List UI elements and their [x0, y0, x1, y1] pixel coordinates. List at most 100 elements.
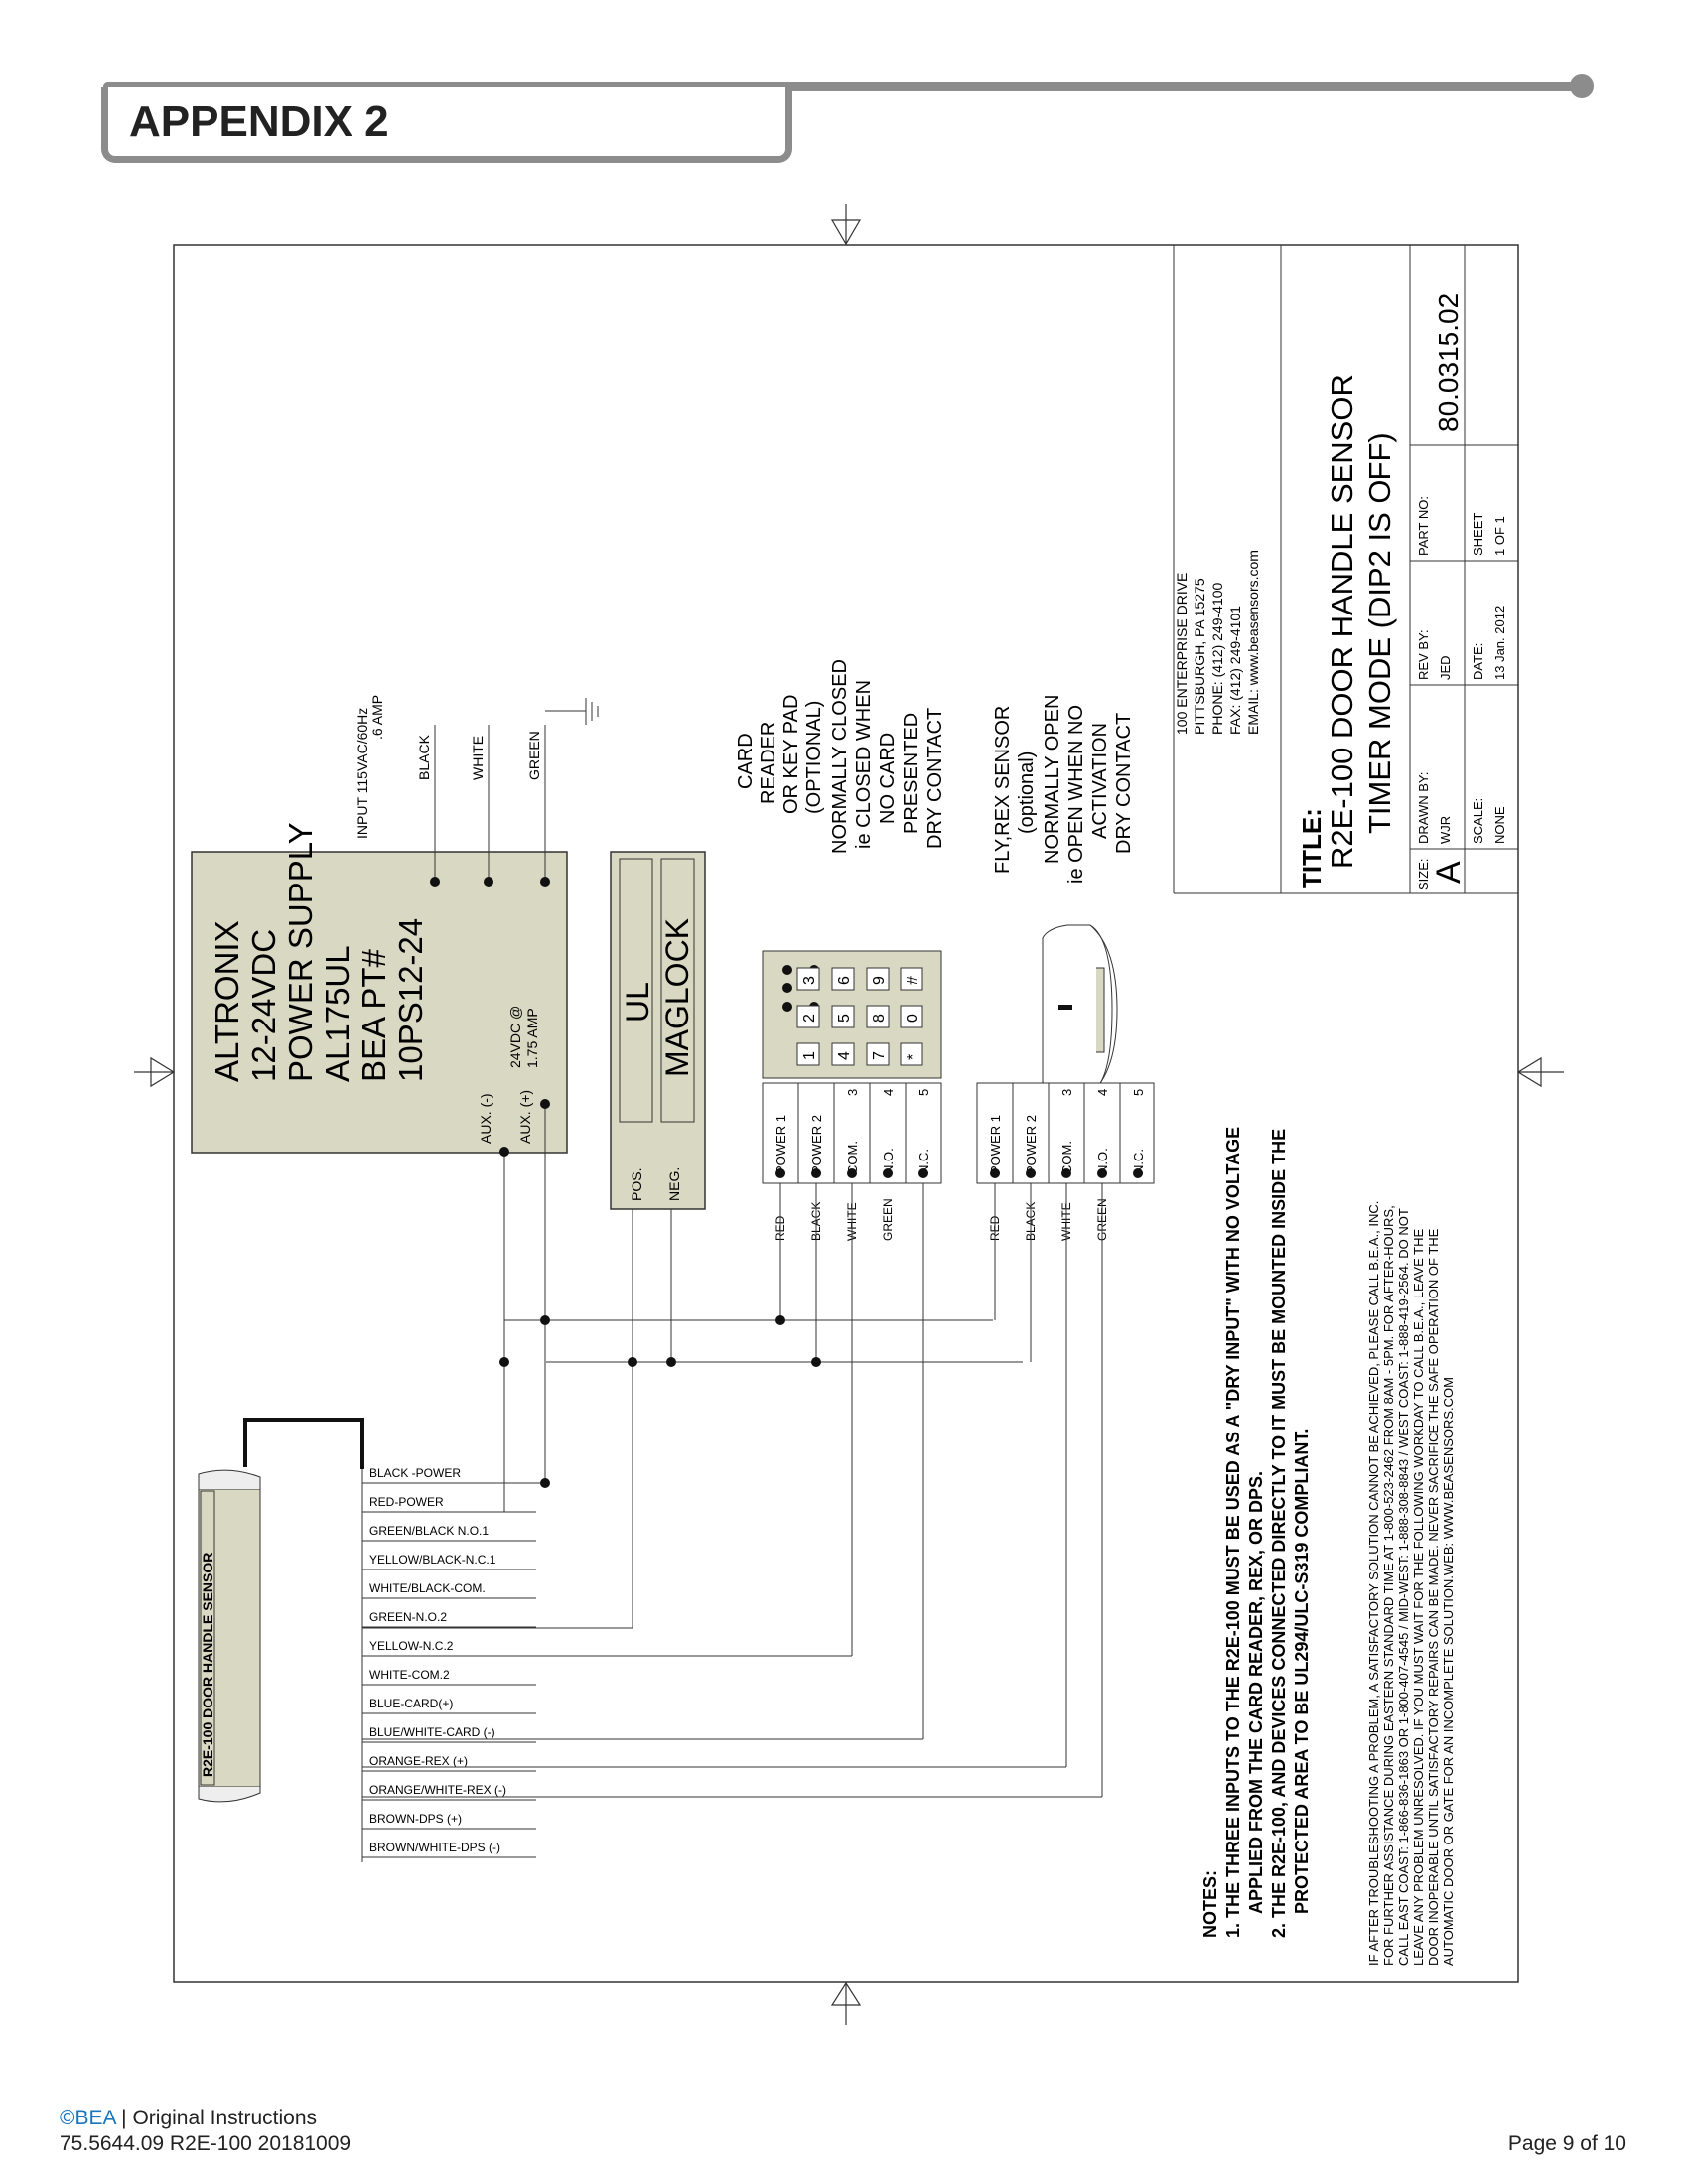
handle-wire-label: WHITE-COM.2 — [369, 1668, 450, 1682]
card-reader-description-line: (OPTIONAL) — [803, 701, 825, 814]
output-rating-1: 24VDC @ — [507, 1006, 523, 1068]
address-line: PHONE: (412) 249-4100 — [1209, 582, 1225, 735]
keypad-key — [866, 1005, 890, 1028]
keypad-key — [796, 967, 820, 991]
keypad-key — [831, 967, 855, 991]
drawn-by-value: WJR — [1438, 816, 1453, 844]
size-value: A — [1430, 861, 1468, 884]
terminal-label: N.C. — [916, 1149, 931, 1174]
rex-sensor-description-line: DRY CONTACT — [1113, 713, 1135, 854]
ac-input-label-2: .6 AMP — [369, 695, 385, 740]
keypad-key — [796, 1042, 820, 1066]
keypad-key-label: * — [905, 1054, 921, 1060]
header-rule-dot — [1570, 74, 1594, 98]
handle-wire-label: BLACK -POWER — [369, 1466, 461, 1480]
terminal-screw — [811, 1168, 821, 1178]
handle-wire-label: BLUE/WHITE-CARD (-) — [369, 1725, 495, 1739]
maglock-neg: NEG. — [666, 1167, 682, 1201]
keypad-key-label: 3 — [801, 976, 818, 985]
handle-wire-label: ORANGE-REX (+) — [369, 1754, 468, 1768]
power-supply-line-5: BEA PT# — [355, 948, 392, 1082]
aux-pos-label: AUX. (+) — [517, 1090, 533, 1144]
keypad-key — [796, 1005, 820, 1028]
output-rating-2: 1.75 AMP — [524, 1008, 540, 1068]
handle-sensor-wires: BLACK -POWER RED-POWER GREEN/BLACK N.O.1YE… — [361, 1466, 536, 1862]
keypad-key — [866, 967, 890, 991]
note-2: 2. THE R2E-100, AND DEVICES CONNECTED DI… — [1269, 1129, 1289, 1938]
header-rule — [103, 82, 1583, 91]
footer-page-number: Page 9 of 10 — [1507, 2132, 1626, 2155]
terminal-number: 4 — [881, 1089, 896, 1096]
rex-sensor-description-line: ie OPEN WHEN NO — [1065, 705, 1087, 884]
terminal-label: POWER 2 — [1024, 1115, 1039, 1174]
part-no-label: PART NO: — [1416, 496, 1431, 556]
maglock-line-1: UL — [620, 982, 655, 1023]
card-reader-description-line: ie CLOSED WHEN — [853, 680, 875, 849]
terminal-screw — [1097, 1168, 1107, 1178]
footer-brand-line: ©BEA | Original Instructions — [60, 2107, 317, 2130]
handle-wire-label: YELLOW/BLACK-N.C.1 — [369, 1553, 496, 1567]
scale-value: NONE — [1492, 806, 1507, 844]
handle-sensor-name: R2E-100 DOOR HANDLE SENSOR — [200, 1553, 215, 1777]
date-value: 13 Jan. 2012 — [1492, 606, 1507, 680]
maglock-line-2: MAGLOCK — [659, 918, 695, 1077]
power-supply-line-1: ALTRONIX — [209, 920, 245, 1082]
keypad-key-label: 5 — [836, 1014, 853, 1023]
power-supply-line-2: 12-24VDC — [245, 929, 282, 1082]
handle-wire-label: ORANGE/WHITE-REX (-) — [369, 1783, 506, 1797]
terminal-number: 5 — [916, 1089, 931, 1096]
terminal-label: N.C. — [1131, 1149, 1146, 1174]
keypad-key-label: 8 — [871, 1014, 888, 1023]
power-supply-line-4: AL175UL — [319, 945, 355, 1082]
terminal-label: POWER 1 — [988, 1115, 1003, 1174]
scale-label: SCALE: — [1471, 798, 1485, 844]
card-reader-description-line: OR KEY PAD — [780, 695, 802, 814]
rex-sensor-description-line: ACTIVATION — [1089, 723, 1111, 839]
terminal-label: COM. — [845, 1141, 860, 1174]
disclaimer-line: FOR FURTHER ASSISTANCE DURING EASTERN ST… — [1381, 1205, 1396, 1966]
disclaimer-text: IF AFTER TROUBLESHOOTING A PROBLEM, A SA… — [1366, 1201, 1456, 1966]
rex-sensor-icon — [1042, 924, 1118, 1095]
keypad-key-label: 7 — [871, 1051, 888, 1060]
keypad-key — [900, 1005, 923, 1028]
terminal-screw — [775, 1168, 785, 1178]
handle-wire-label: GREEN/BLACK N.O.1 — [369, 1524, 489, 1538]
keypad-key — [831, 1042, 855, 1066]
keypad-key-label: 4 — [836, 1051, 853, 1060]
note-1b: APPLIED FROM THE CARD READER, REX, OR DP… — [1246, 1471, 1266, 1914]
keypad-key-label: 1 — [801, 1051, 818, 1060]
terminal-screw — [918, 1168, 928, 1178]
handle-wire-label: RED-POWER — [369, 1495, 444, 1509]
keypad-key — [831, 1005, 855, 1028]
rev-by-value: JED — [1438, 655, 1453, 680]
handle-wire-label: YELLOW-N.C.2 — [369, 1639, 454, 1653]
rex-sensor-description-line: NORMALLY OPEN — [1042, 695, 1063, 864]
power-supply-line-3: POWER SUPPLY — [282, 822, 319, 1082]
power-supply-box — [191, 851, 568, 1154]
address-line: 100 ENTERPRISE DRIVE — [1174, 573, 1190, 735]
title-label: TITLE: — [1297, 808, 1327, 888]
card-reader-description-line: READER — [758, 722, 779, 804]
title-line-1: R2E-100 DOOR HANDLE SENSOR — [1325, 374, 1359, 869]
keypad-key-label: # — [905, 976, 921, 985]
footer-doc-number: 75.5644.09 R2E-100 20181009 — [60, 2132, 352, 2155]
keypad-key-label: 9 — [871, 976, 888, 985]
keypad-key-label: 0 — [905, 1014, 921, 1023]
rex-sensor-description-line: (optional) — [1016, 751, 1038, 834]
footer-instructions: | Original Instructions — [115, 2107, 318, 2129]
card-reader-description-line: DRY CONTACT — [924, 708, 946, 849]
drawn-by-label: DRAWN BY: — [1416, 772, 1431, 844]
ac-wire-green: GREEN — [526, 731, 542, 780]
rex-sensor-description-line: FLY,REX SENSOR — [992, 706, 1014, 874]
handle-sensor-icon — [198, 1418, 364, 1803]
rev-by-label: REV BY: — [1416, 629, 1431, 680]
card-reader-description-line: NO CARD — [877, 733, 899, 824]
keypad-key — [900, 1042, 923, 1066]
note-2b: PROTECTED AREA TO BE UL294/ULC-S319 COMP… — [1292, 1429, 1312, 1914]
registration-marks — [134, 204, 1564, 2025]
